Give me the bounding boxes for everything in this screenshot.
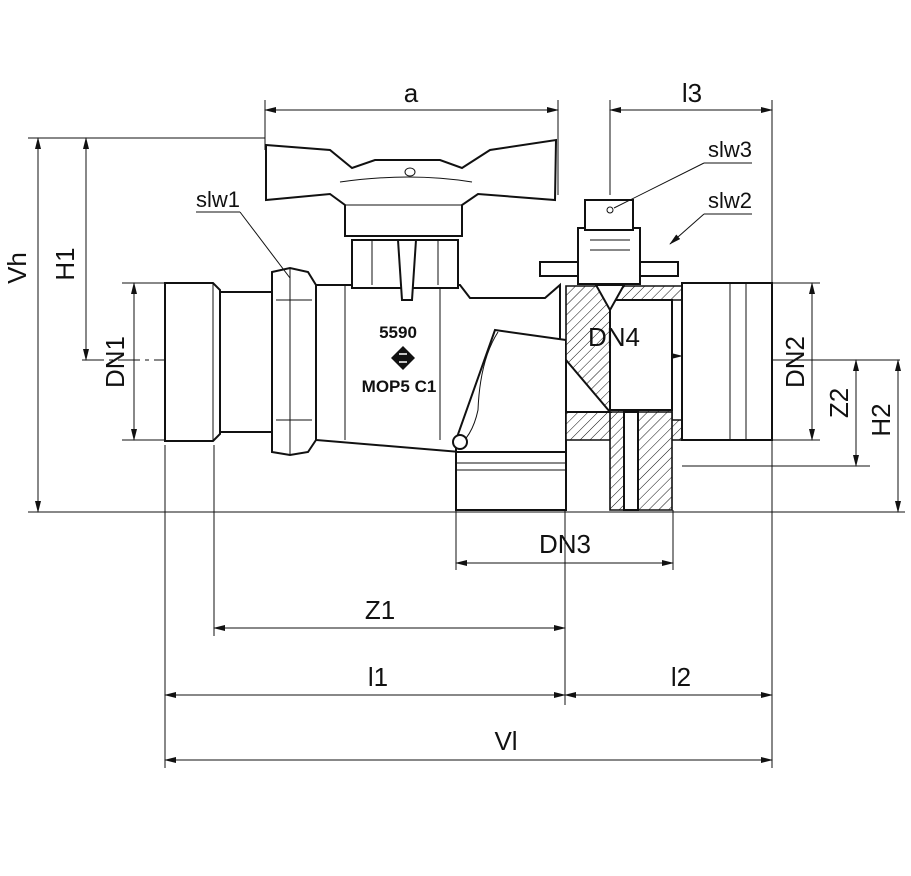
- dim-label-slw3: slw3: [708, 137, 752, 162]
- dim-label-dn3: DN3: [539, 529, 591, 559]
- dim-label-l1: l1: [368, 662, 388, 692]
- dim-label-dn2: DN2: [780, 336, 810, 388]
- dim-label-dn1: DN1: [100, 336, 130, 388]
- dim-label-dn4: DN4: [588, 322, 640, 352]
- dim-label-l3: l3: [682, 78, 702, 108]
- dim-label-z1: Z1: [365, 595, 395, 625]
- body-rating: MOP5 C1: [362, 377, 437, 396]
- dimension-lines: [35, 107, 901, 763]
- dim-label-h2: H2: [866, 403, 896, 436]
- dim-label-slw1: slw1: [196, 187, 240, 212]
- body-number: 5590: [379, 323, 417, 342]
- dim-label-l2: l2: [671, 662, 691, 692]
- dim-label-slw2: slw2: [708, 188, 752, 213]
- dim-label-h1: H1: [50, 247, 80, 280]
- dim-label-a: a: [404, 78, 419, 108]
- dim-label-vl: Vl: [494, 726, 517, 756]
- manufacturer-logo: [391, 346, 415, 370]
- dim-label-vh: Vh: [2, 252, 32, 284]
- leader-lines: [196, 162, 752, 279]
- valve-body: [164, 138, 773, 511]
- dim-label-z2: Z2: [824, 388, 854, 418]
